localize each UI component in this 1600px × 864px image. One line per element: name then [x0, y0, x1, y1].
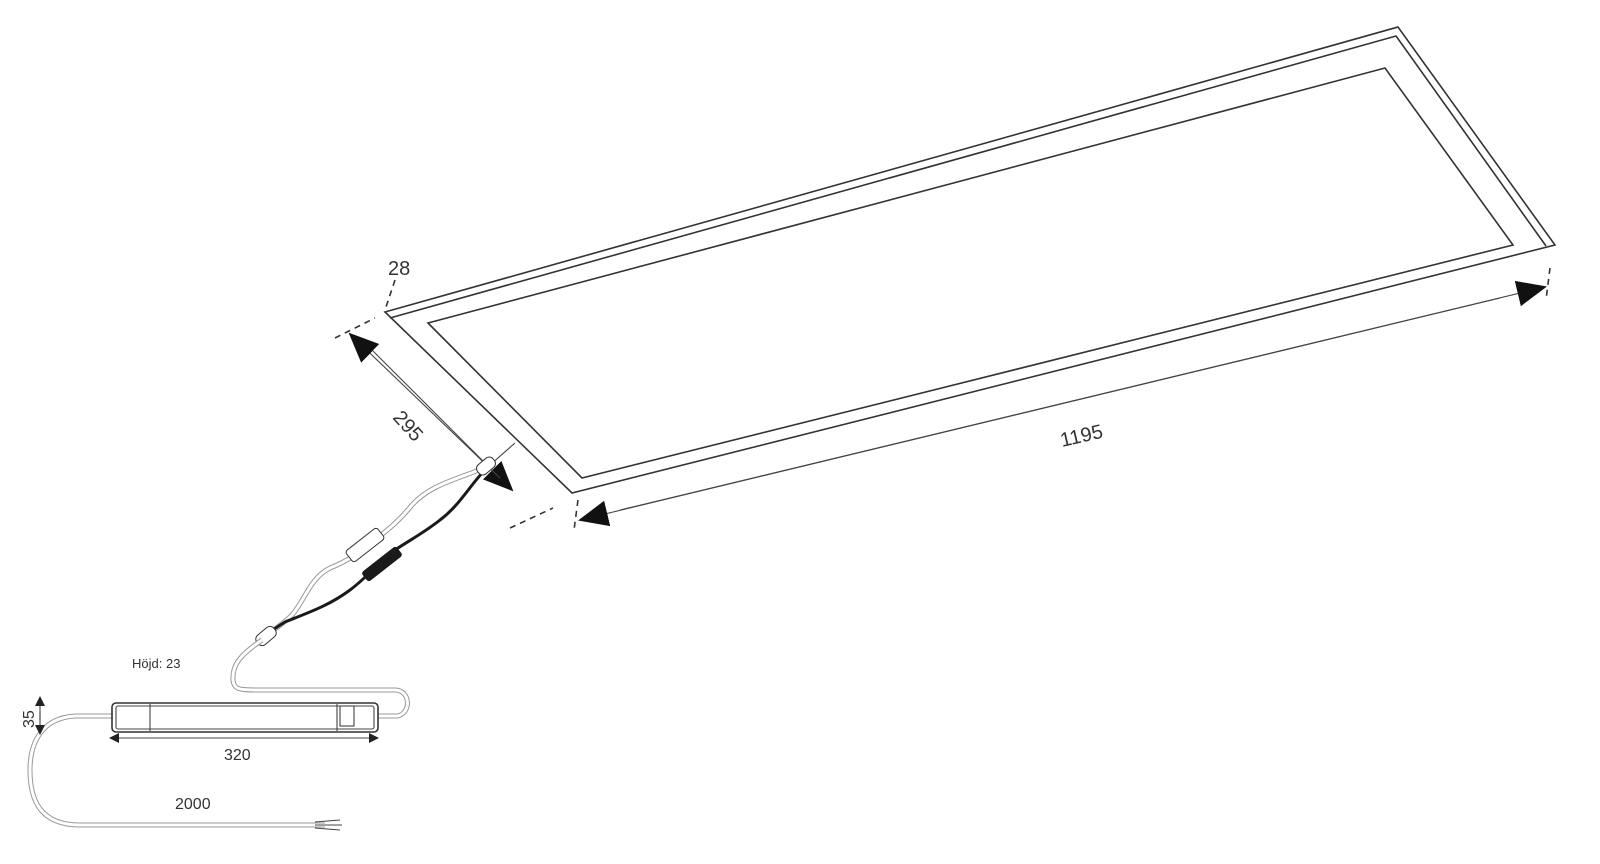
panel-frame-edge — [389, 35, 1547, 319]
thickness-label: 28 — [388, 258, 410, 280]
length-extension-right — [1545, 267, 1551, 301]
connector-black — [362, 546, 402, 582]
driver-depth-label: 35 — [21, 710, 38, 728]
panel-outer-frame — [383, 26, 1557, 494]
driver-height-note: Höjd: 23 — [132, 656, 180, 671]
width-extension-bottom — [509, 507, 554, 529]
length-extension-left — [573, 499, 579, 531]
width-label: 295 — [388, 407, 427, 447]
driver-length-label: 320 — [224, 747, 251, 764]
length-dimension-arrow-back — [578, 297, 1501, 527]
connector-top — [476, 456, 496, 476]
connection-cables — [27, 442, 516, 831]
length-label: 1195 — [1058, 421, 1105, 452]
thickness-dimension-line — [384, 279, 396, 311]
led-driver — [111, 702, 379, 733]
led-panel — [383, 26, 1557, 494]
width-dimension-arrow-back — [348, 332, 501, 479]
width-extension-top — [334, 317, 376, 339]
connector-white — [345, 527, 385, 563]
cable-length-label: 2000 — [175, 796, 211, 813]
panel-diffuser — [426, 67, 1515, 479]
wire-ends — [314, 819, 342, 831]
